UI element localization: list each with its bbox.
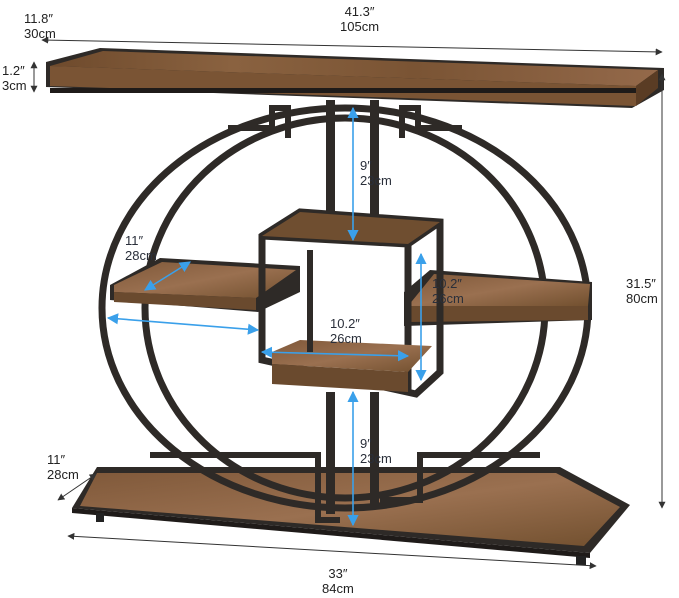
top-width-line — [41, 36, 663, 56]
height-label: 31.5″ 80cm — [626, 276, 658, 306]
cube-width-label: 10.2″ 26cm — [330, 316, 362, 346]
inner-dimension-lines — [106, 106, 427, 527]
side-shelf-depth-line — [144, 261, 191, 291]
outer-dimension-lines — [30, 36, 666, 570]
cube-width-line — [260, 346, 410, 362]
left-shelf — [110, 258, 300, 312]
base-platform — [72, 467, 630, 565]
lower-gap-label: 9″ 23cm — [360, 436, 392, 466]
ring-brackets — [150, 105, 540, 523]
cube-height-label: 10.2″ 26cm — [432, 276, 464, 306]
base-width-line — [67, 532, 597, 570]
table-top — [46, 48, 664, 108]
side-shelf-width-line — [106, 313, 260, 335]
base-width-label: 33″ 84cm — [322, 566, 354, 596]
base-depth-line — [57, 473, 97, 501]
center-posts — [326, 100, 379, 514]
top-depth-label: 11.8″ 30cm — [24, 11, 56, 41]
upper-gap-label: 9″ 23cm — [360, 158, 392, 188]
top-thickness-label: 1.2″ 3cm — [2, 63, 27, 93]
side-shelf-depth-label: 11″ 28cm — [125, 233, 157, 263]
base-depth-label: 11″ 28cm — [47, 452, 79, 482]
top-width-label: 41.3″ 105cm — [340, 4, 380, 34]
right-shelf — [404, 270, 592, 326]
